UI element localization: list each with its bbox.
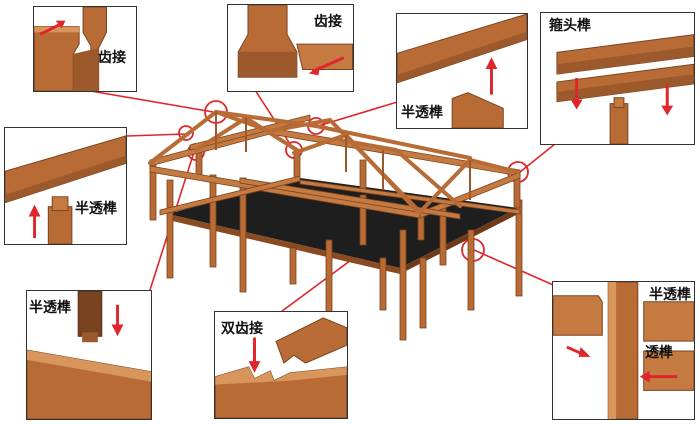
label-dentate-joint-center: 齿接	[314, 14, 342, 30]
hoop-tenon-drawing	[541, 13, 694, 144]
inset-half-tenon-top: 半透榫	[396, 13, 528, 129]
label-half-tenon-bottom-left: 半透榫	[29, 300, 71, 316]
label-dentate-joint-left: 齿接	[98, 50, 126, 66]
trusses	[148, 109, 520, 214]
through-tenon-drawing	[553, 282, 694, 419]
inset-dentate-joint-left: 齿接	[33, 6, 137, 92]
half-tenon-left-drawing	[5, 128, 126, 244]
inset-hoop-tenon: 箍头榫	[540, 12, 695, 145]
dentate-joint-center-drawing	[228, 5, 353, 91]
half-tenon-bottom-left-drawing	[27, 291, 151, 419]
double-dentate-joint-drawing	[215, 312, 347, 418]
half-tenon-top-drawing	[397, 14, 527, 128]
dentate-joint-left-drawing	[34, 7, 136, 91]
posts	[166, 174, 523, 341]
label-half-tenon-top: 半透榫	[401, 105, 443, 121]
label-double-dentate-joint: 双齿接	[221, 321, 263, 337]
label-half-tenon-right: 半透榫	[649, 287, 691, 303]
floor-deck	[168, 178, 518, 268]
inset-half-tenon-left: 半透榫	[4, 127, 127, 245]
inset-half-tenon-bottom-left: 半透榫	[26, 290, 152, 420]
inset-through-tenon: 半透榫 透榫	[552, 281, 695, 420]
label-half-tenon-left: 半透榫	[75, 201, 117, 217]
inset-double-dentate-joint: 双齿接	[214, 311, 348, 419]
inset-dentate-joint-center: 齿接	[227, 4, 354, 92]
label-hoop-tenon: 箍头榫	[549, 18, 591, 34]
label-through-tenon: 透榫	[645, 345, 673, 361]
